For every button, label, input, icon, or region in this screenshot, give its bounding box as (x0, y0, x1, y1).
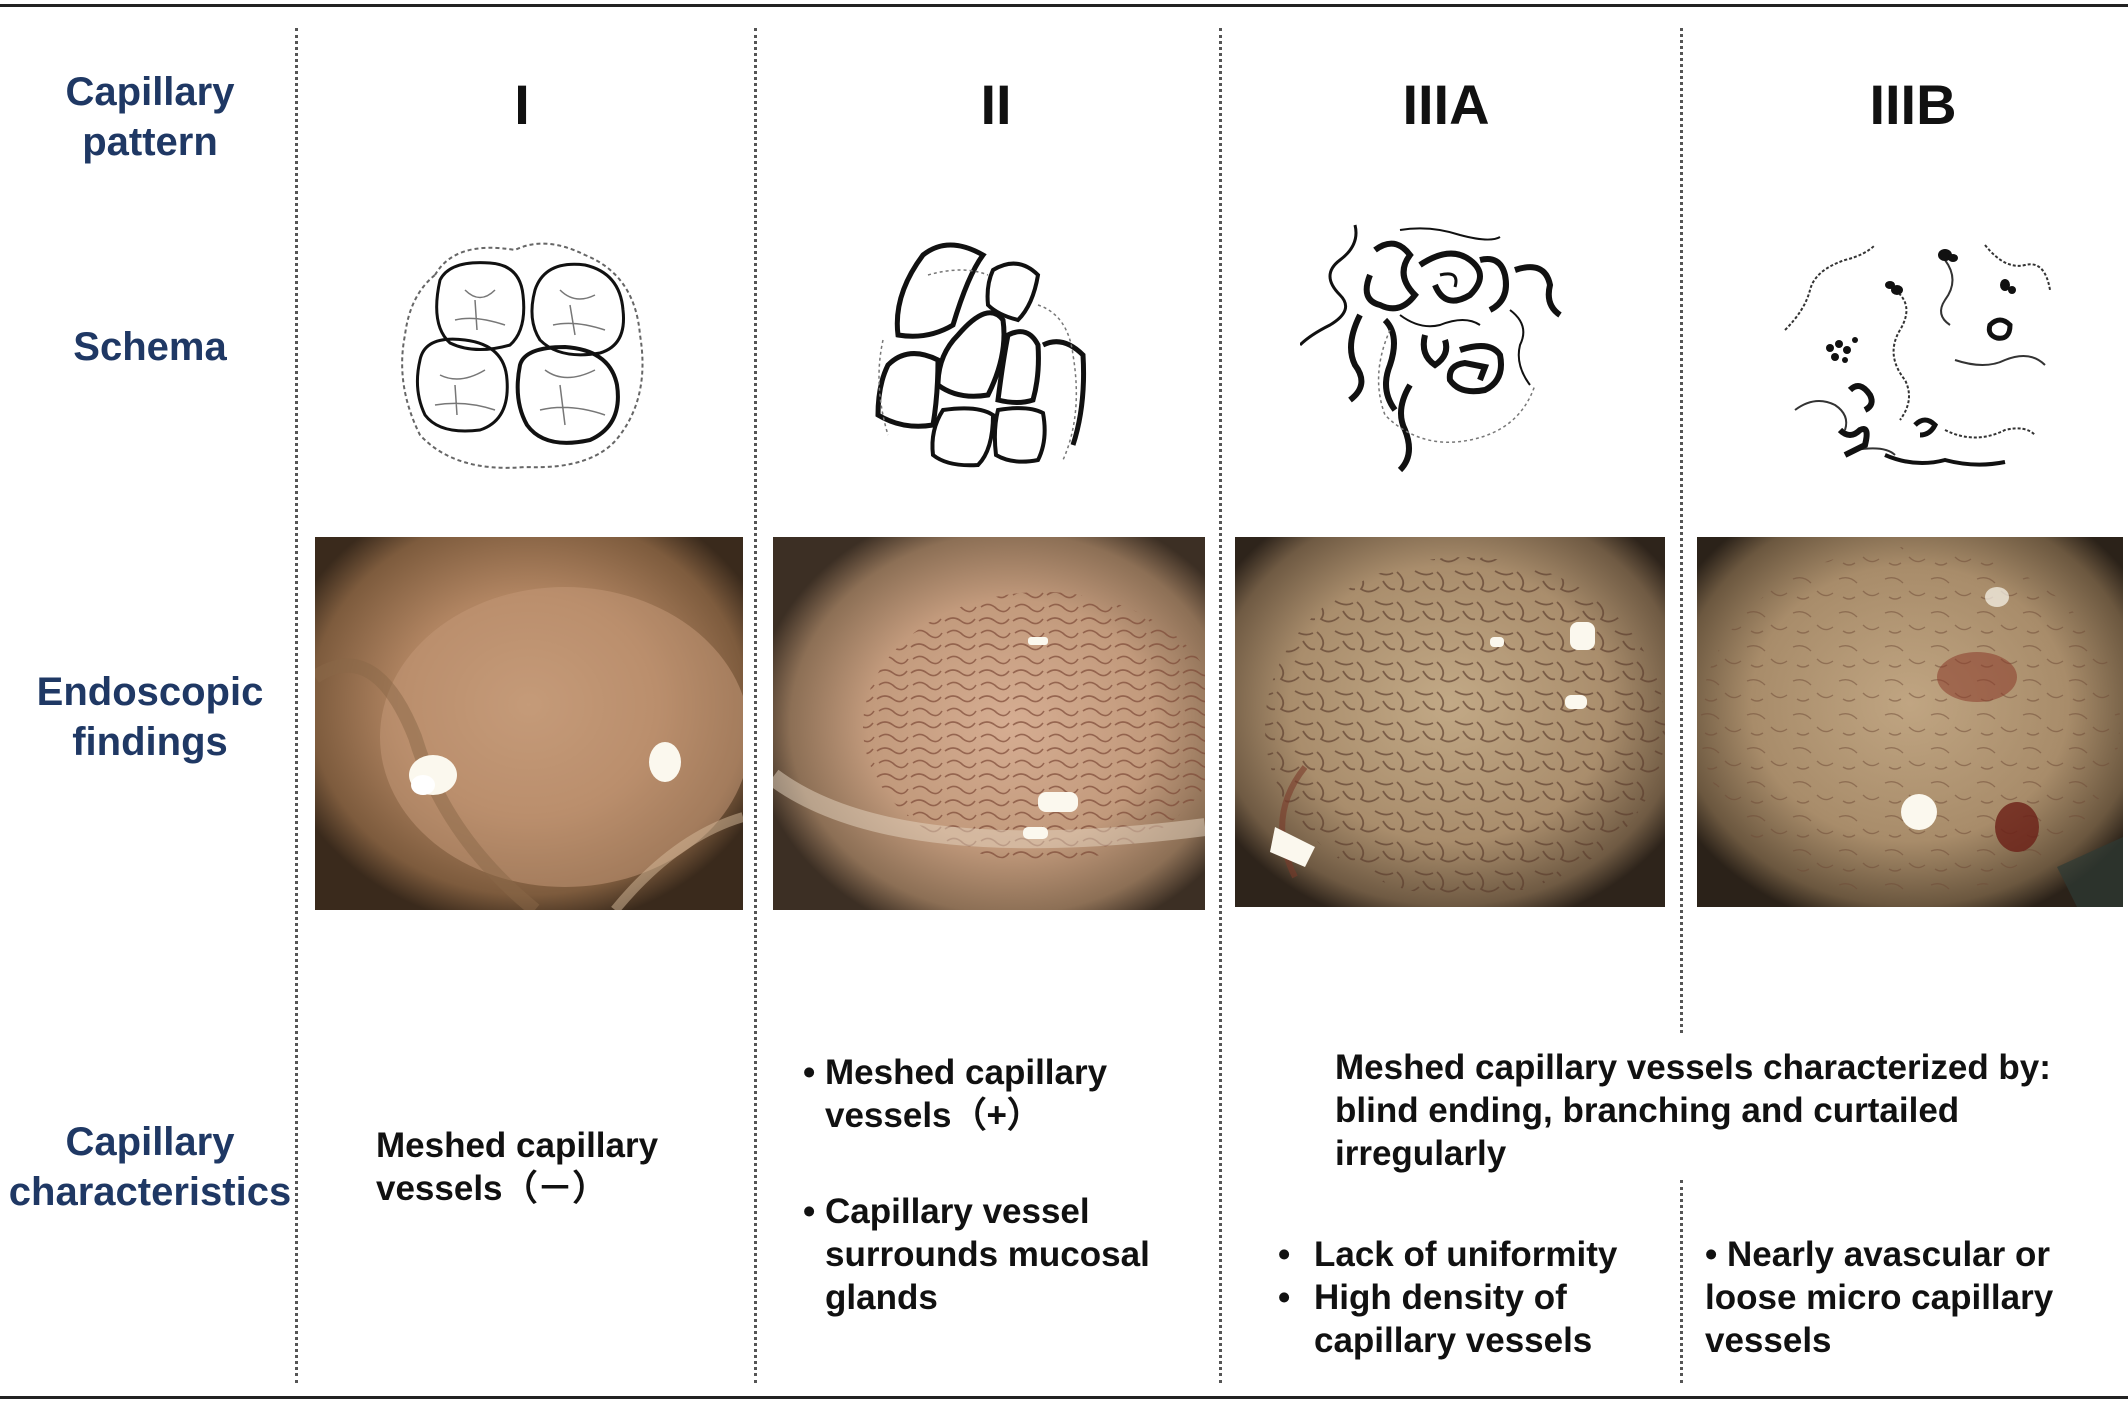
bullet-line: Lack of uniformity (1274, 1233, 1617, 1276)
endoscopic-photo-IIIB (1697, 537, 2123, 907)
separator-1 (295, 28, 298, 1383)
column-header-IIIB: IIIB (1869, 73, 1957, 136)
bottom-rule (0, 1396, 2128, 1399)
description-II-meshed: Meshed capillary vessels（+） (803, 1051, 1107, 1137)
separator-4-lower (1680, 1180, 1683, 1383)
description-line: Meshed capillary vessels characterized b… (1335, 1048, 2051, 1087)
row-label-capillary-characteristics: Capillary characteristics (0, 1117, 300, 1217)
schema-IIIA (1300, 224, 1562, 473)
bullet-line: High density of (1274, 1276, 1617, 1319)
description-IIIB: Nearly avascular or loose micro capillar… (1705, 1233, 2053, 1362)
endoscopic-photo-IIIA (1235, 537, 1665, 907)
description-shared-IIIA-IIIB: Meshed capillary vessels characterized b… (1335, 1046, 2051, 1175)
description-II-surrounds: Capillary vessel surrounds mucosal gland… (803, 1190, 1150, 1319)
column-header-I: I (514, 73, 530, 136)
endoscopic-photo-I (315, 537, 743, 910)
separator-3 (1219, 28, 1222, 1383)
row-label-line: Capillary (65, 70, 235, 114)
top-rule (0, 4, 2128, 7)
separator-4-upper (1680, 28, 1683, 1033)
description-I: Meshed capillary vessels（－） (376, 1124, 658, 1210)
column-header-II: II (980, 73, 1012, 136)
bullet-line: Capillary vessel (803, 1190, 1150, 1233)
column-header-IIIA: IIIA (1402, 73, 1490, 136)
description-line: vessels（+） (825, 1096, 1042, 1135)
schema-I (401, 242, 644, 469)
description-line: vessels (1705, 1321, 1832, 1360)
bullet-line: Meshed capillary (803, 1051, 1107, 1094)
bullet-line: Nearly avascular or (1705, 1233, 2053, 1276)
row-label-capillary-pattern: Capillary pattern (0, 67, 300, 167)
row-label-line: Endoscopic (36, 670, 264, 714)
description-IIIA: Lack of uniformity High density of capil… (1274, 1233, 1617, 1362)
schema-IIIB (1784, 244, 2051, 467)
schema-II (875, 242, 1087, 468)
row-label-line: pattern (82, 120, 218, 164)
description-line: glands (825, 1278, 938, 1317)
description-line: surrounds mucosal (825, 1235, 1150, 1274)
description-line: vessels（－） (376, 1169, 608, 1208)
description-line: loose micro capillary (1705, 1278, 2054, 1317)
row-label-line: characteristics (8, 1170, 292, 1214)
description-line: blind ending, branching and curtailed (1335, 1091, 1960, 1130)
row-label-line: findings (72, 720, 228, 764)
row-label-schema: Schema (0, 322, 300, 372)
endoscopic-photo-II (773, 537, 1205, 910)
row-label-line: Capillary (65, 1120, 235, 1164)
row-label-endoscopic-findings: Endoscopic findings (0, 667, 300, 767)
description-line: Meshed capillary (376, 1126, 659, 1165)
description-line: irregularly (1335, 1134, 1507, 1173)
row-label-line: Schema (73, 325, 227, 369)
description-line: capillary vessels (1314, 1321, 1593, 1360)
separator-2 (754, 28, 757, 1383)
